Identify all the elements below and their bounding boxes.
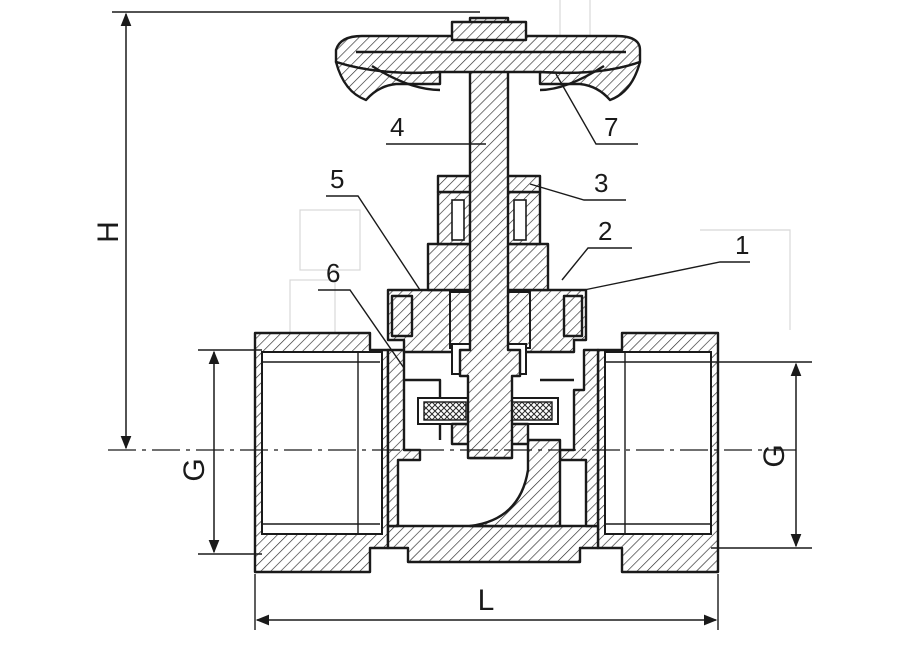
dimension-height: H	[92, 11, 480, 450]
dimension-label-h: H	[92, 221, 125, 243]
dimension-label-g-right: G	[758, 444, 791, 467]
part-labels: 1 2 3 4 5 6 7	[326, 112, 749, 288]
dimension-label-g-left: G	[178, 458, 211, 481]
valve-body	[253, 331, 720, 574]
part-label-4: 4	[390, 112, 404, 142]
part-label-6: 6	[326, 258, 340, 288]
dimension-length: L	[254, 574, 719, 630]
part-label-7: 7	[604, 112, 618, 142]
valve-stem	[458, 16, 522, 460]
dimension-thread-right: G	[711, 361, 812, 549]
dimension-label-l: L	[478, 584, 495, 617]
part-label-5: 5	[330, 164, 344, 194]
part-label-3: 3	[594, 168, 608, 198]
part-label-1: 1	[735, 230, 749, 260]
part-label-2: 2	[598, 216, 612, 246]
dimension-thread-left: G	[178, 349, 262, 555]
handwheel	[334, 20, 642, 102]
leader-lines	[318, 73, 750, 369]
